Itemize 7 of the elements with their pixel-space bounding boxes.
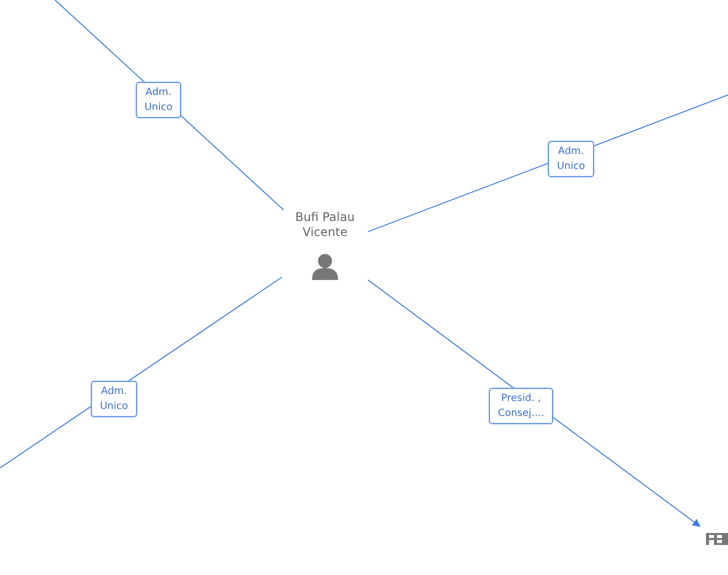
edge-label: Adm. Unico (91, 381, 137, 417)
person-name: Bufi Palau Vicente (294, 210, 356, 240)
connector-line (368, 279, 701, 527)
edge-label: Adm. Unico (136, 82, 181, 118)
building-icon (706, 530, 728, 548)
edge-label: Presid. , Consej.... (489, 388, 553, 424)
edge-label: Adm. Unico (548, 141, 594, 177)
